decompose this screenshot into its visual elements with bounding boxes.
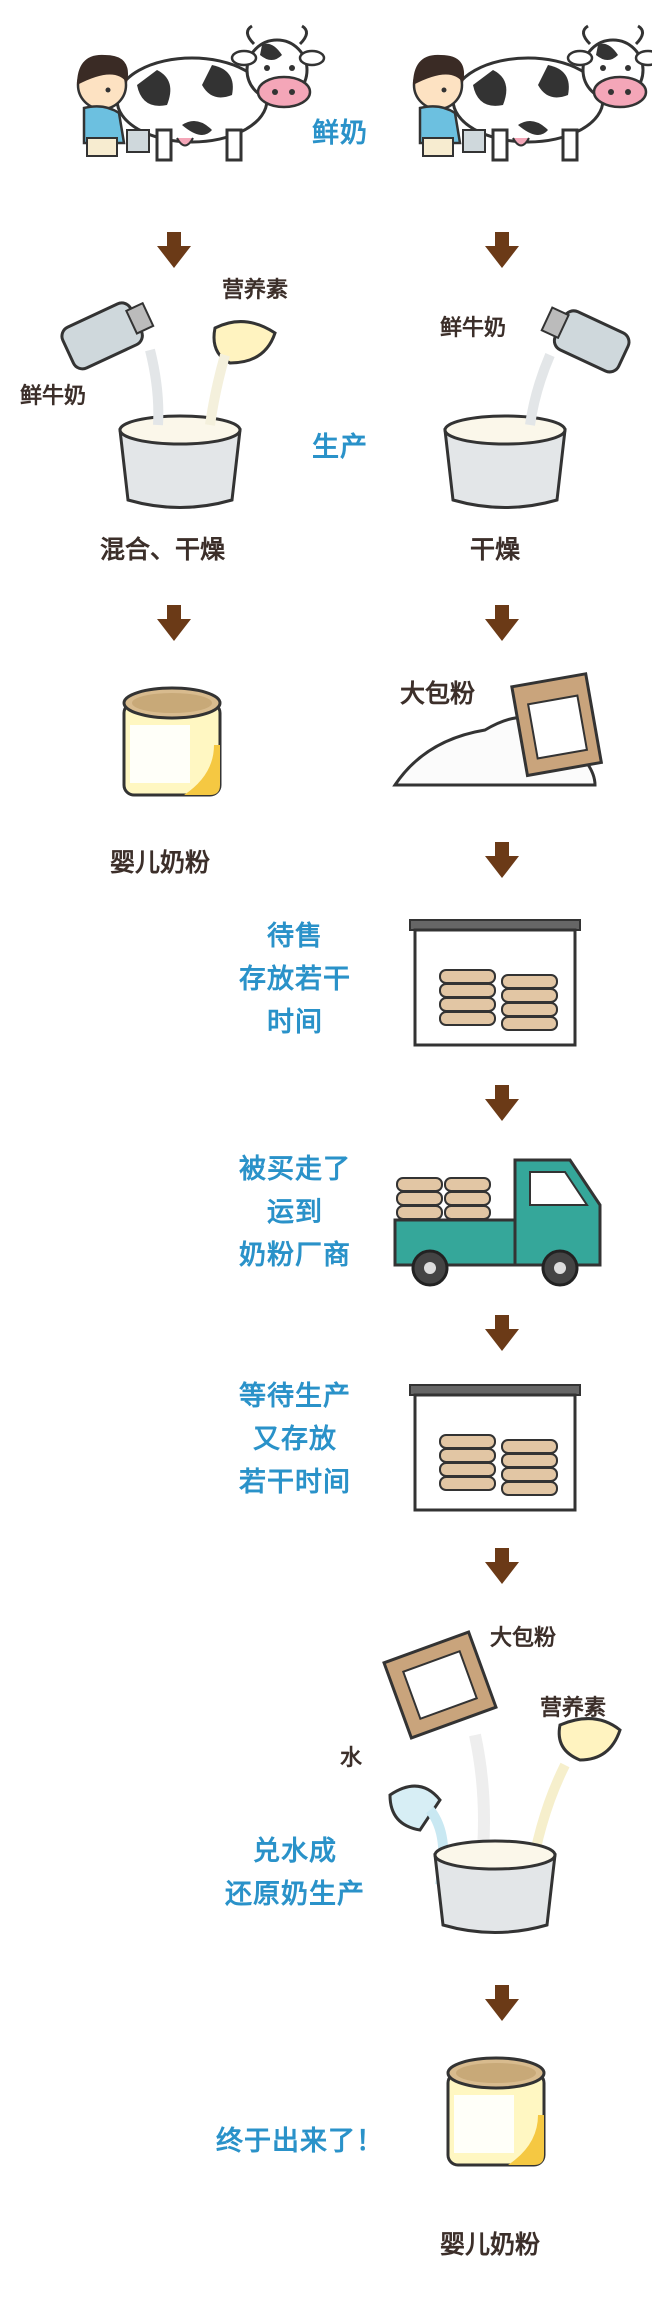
infant-formula-can-icon bbox=[446, 2056, 546, 2167]
reconstitution-illustration bbox=[382, 1630, 622, 1934]
bulk-powder-label: 大包粉 bbox=[490, 1626, 557, 1651]
arrow-down-icon bbox=[157, 232, 191, 268]
pouring-stream bbox=[145, 348, 230, 426]
right-cow-milking-illustration bbox=[411, 24, 652, 162]
dry-caption: 干燥 bbox=[470, 535, 521, 564]
fresh-cow-milk-label: 鲜牛奶 bbox=[440, 316, 507, 341]
arrow-down-icon bbox=[485, 842, 519, 878]
arrow-down-icon bbox=[485, 1548, 519, 1584]
arrow-down-icon bbox=[485, 1985, 519, 2021]
fresh-milk-label: 鲜奶 bbox=[312, 118, 368, 149]
arrow-down-icon bbox=[157, 605, 191, 641]
step5-label: 被买走了 运到 奶粉厂商 bbox=[239, 1154, 351, 1271]
fresh-cow-milk-label: 鲜牛奶 bbox=[20, 384, 87, 409]
milk-jug-icon bbox=[540, 306, 631, 374]
arrow-down-icon bbox=[485, 605, 519, 641]
pouring-stream bbox=[525, 353, 555, 426]
step4-label: 待售 存放若干 时间 bbox=[239, 921, 351, 1038]
arrow-down-icon bbox=[485, 232, 519, 268]
step7-label: 兑水成 还原奶生产 bbox=[225, 1836, 365, 1910]
delivery-truck-icon bbox=[393, 1158, 602, 1287]
step6-label: 等待生产 又存放 若干时间 bbox=[239, 1381, 351, 1498]
arrow-down-icon bbox=[485, 1315, 519, 1351]
infant-formula-caption: 婴儿奶粉 bbox=[110, 848, 211, 877]
water-label: 水 bbox=[340, 1746, 363, 1771]
milk-jug-icon bbox=[60, 301, 155, 371]
warehouse-storage-icon bbox=[408, 918, 582, 1047]
production-label: 生产 bbox=[312, 432, 368, 463]
infant-formula-caption: 婴儿奶粉 bbox=[440, 2230, 541, 2259]
infant-formula-can-icon bbox=[122, 686, 222, 797]
nutrient-label: 营养素 bbox=[540, 1696, 607, 1721]
bulk-powder-pile-icon bbox=[392, 672, 604, 787]
bulk-powder-label: 大包粉 bbox=[400, 679, 476, 708]
nutrient-sachet-icon bbox=[212, 320, 277, 365]
arrow-down-icon bbox=[485, 1085, 519, 1121]
finally-done-label: 终于出来了！ bbox=[216, 2126, 384, 2157]
warehouse-storage-icon bbox=[408, 1383, 582, 1512]
nutrient-label: 营养素 bbox=[222, 278, 289, 303]
left-cow-milking-illustration bbox=[75, 24, 326, 162]
mix-dry-caption: 混合、干燥 bbox=[100, 535, 226, 564]
